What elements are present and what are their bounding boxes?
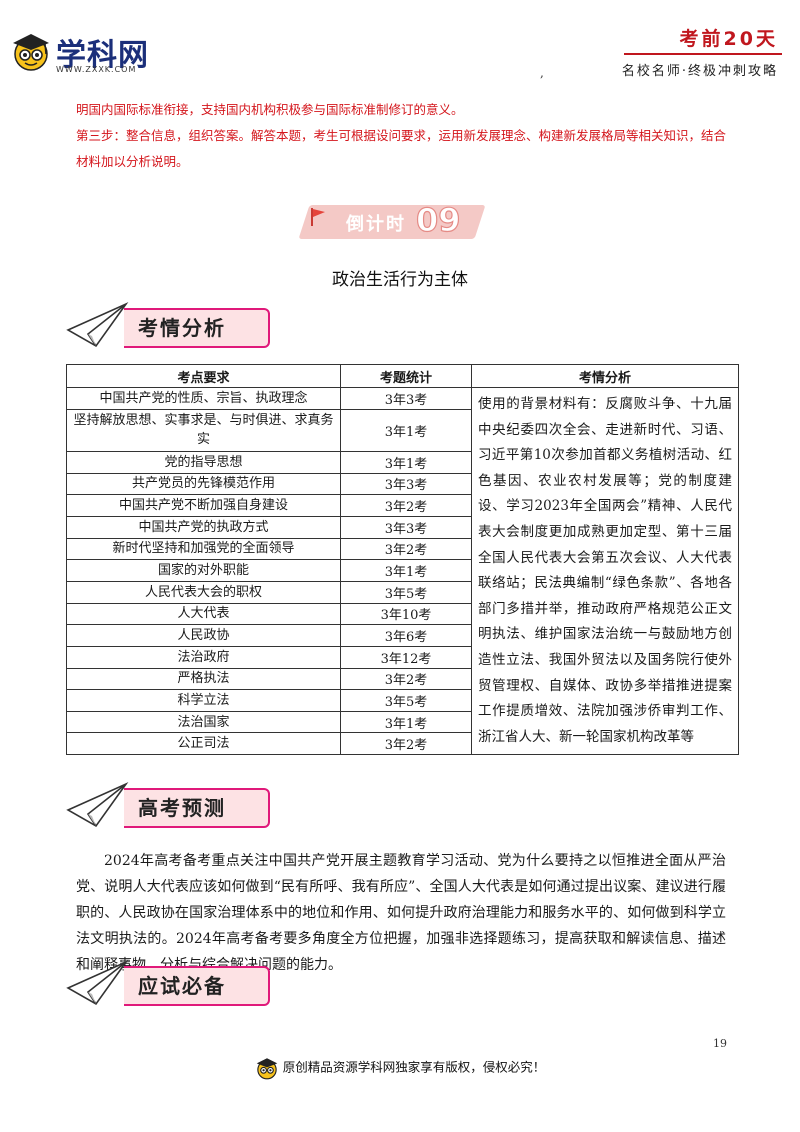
point-cell: 严格执法 [66,667,341,691]
point-cell: 中国共产党不断加强自身建设 [66,494,341,517]
intro-paragraph-1: 明国内国际标准衔接，支持国内机构积极参与国际标准制修订的意义。 [76,102,464,117]
countdown-number: 09 [415,200,461,239]
header-title: 考前20天 [679,28,778,50]
table-row: 严格执法 3年2考 [66,667,739,691]
footer-copyright: 原创精品资源学科网独家享有版权，侵权必究！ [282,1059,546,1075]
table-row: 坚持解放思想、实事求是、与时俱进、求真务实 3年1考 [66,408,739,452]
point-cell: 国家的对外职能 [66,559,341,582]
table-header-stat: 考题统计 [340,364,472,388]
point-cell: 人民代表大会的职权 [66,580,341,604]
table-header-analysis: 考情分析 [471,364,739,388]
table-row: 人大代表 3年10考 [66,602,739,626]
stat-cell: 3年1考 [340,710,472,734]
mascot-icon [256,1058,278,1080]
point-cell: 坚持解放思想、实事求是、与时俱进、求真务实 [66,408,341,452]
table-header-point: 考点要求 [66,364,341,388]
point-cell: 公正司法 [66,732,341,756]
logo-url: WWW.ZXXK.COM [56,65,137,74]
stat-cell: 3年5考 [340,580,472,604]
table-row: 公正司法 3年2考 [66,732,739,756]
point-cell: 法治国家 [66,710,341,734]
header-subtitle: 名校名师·终极冲刺攻略 [621,64,778,79]
countdown-badge: 倒计时 09 [298,200,488,245]
header-divider [624,53,782,55]
stat-cell: 3年10考 [340,602,472,626]
analysis-cell: 使用的背景材料有：反腐败斗争、十九届中央纪委四次全会、走进新时代、习语、习近平第… [471,386,739,756]
section-banner-analysis: 考情分析 [66,300,276,352]
stat-cell: 3年6考 [340,624,472,647]
stat-cell: 3年1考 [340,450,472,474]
table-row: 科学立法 3年5考 [66,689,739,712]
point-cell: 新时代坚持和加强党的全面领导 [66,537,341,561]
stat-cell: 3年5考 [340,689,472,712]
stat-cell: 3年3考 [340,515,472,539]
section-title-essentials: 应试必备 [138,974,226,998]
table-header-row: 考点要求 考题统计 考情分析 [66,364,739,388]
table-row: 人民政协 3年6考 [66,624,739,647]
flag-icon [311,208,325,226]
table-row: 法治政府 3年12考 [66,645,739,669]
stat-cell: 3年2考 [340,667,472,691]
table-row: 党的指导思想 3年1考 [66,450,739,474]
stat-cell: 3年1考 [340,408,472,452]
page-number: 19 [713,1037,727,1050]
paper-plane-icon [66,302,129,348]
section-banner-essentials: 应试必备 [66,958,276,1010]
stat-cell: 3年1考 [340,559,472,582]
paper-plane-icon [66,782,129,828]
point-cell: 中国共产党的执政方式 [66,515,341,539]
stat-cell: 3年2考 [340,494,472,517]
logo-mascot-icon [13,34,49,71]
point-cell: 人民政协 [66,624,341,647]
table-row: 新时代坚持和加强党的全面领导 3年2考 [66,537,739,561]
section-banner-forecast: 高考预测 [66,780,276,832]
paper-plane-icon [66,960,129,1006]
section-title-forecast: 高考预测 [138,796,226,820]
stat-cell: 3年12考 [340,645,472,669]
table-row: 中国共产党不断加强自身建设 3年2考 [66,494,739,517]
header-mark: , [540,66,544,80]
footer: 原创精品资源学科网独家享有版权，侵权必究！ [0,1056,800,1080]
point-cell: 党的指导思想 [66,450,341,474]
point-cell: 共产党员的先锋模范作用 [66,472,341,496]
point-cell: 中国共产党的性质、宗旨、执政理念 [66,387,341,410]
table-row: 国家的对外职能 3年1考 [66,559,739,582]
stat-cell: 3年2考 [340,732,472,756]
intro-paragraph-2: 第三步：整合信息，组织答案。解答本题，考生可根据设问要求，运用新发展理念、构建新… [76,128,727,169]
stat-cell: 3年3考 [340,472,472,496]
stat-cell: 3年2考 [340,537,472,561]
table-row: 中国共产党的性质、宗旨、执政理念 3年3考 使用的背景材料有：反腐败斗争、十九届… [66,386,739,756]
countdown-label: 倒计时 [346,214,406,235]
point-cell: 科学立法 [66,689,341,712]
section-title-analysis: 考情分析 [138,316,226,340]
forecast-paragraph: 2024年高考备考重点关注中国共产党开展主题教育学习活动、党为什么要持之以恒推进… [76,853,726,973]
stat-cell: 3年3考 [340,387,472,410]
logo-name: 学科网 [56,38,149,73]
page-title: 政治生活行为主体 [332,270,468,290]
analysis-table: 考点要求 考题统计 考情分析 中国共产党的性质、宗旨、执政理念 3年3考 使用的… [66,364,739,756]
point-cell: 法治政府 [66,645,341,669]
point-cell: 人大代表 [66,602,341,626]
